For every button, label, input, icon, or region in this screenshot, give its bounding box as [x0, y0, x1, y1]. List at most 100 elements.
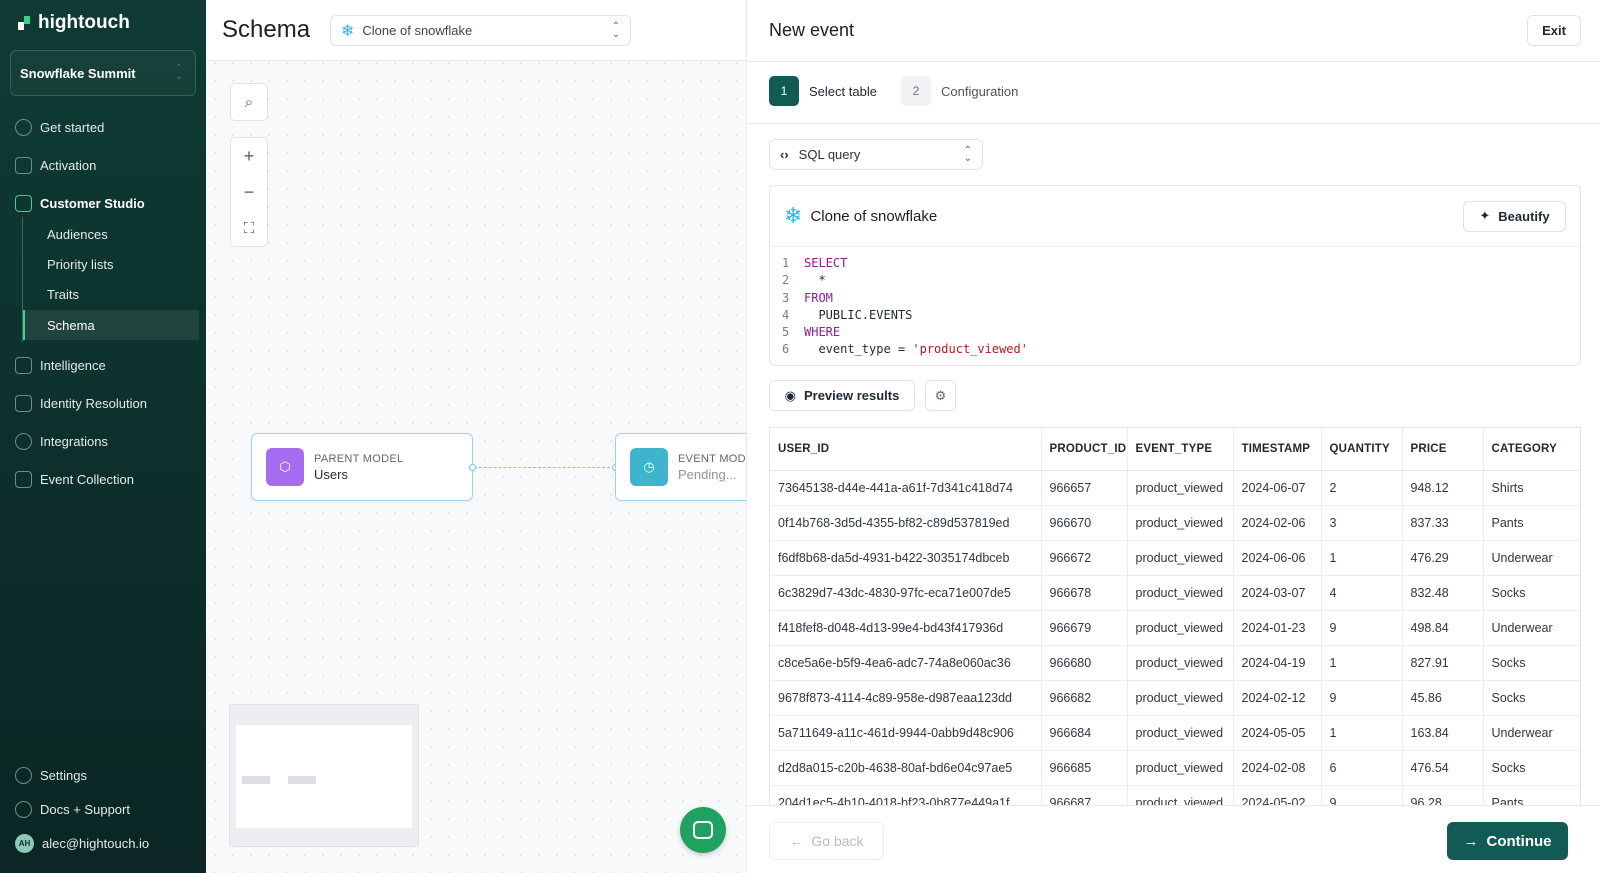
preview-results-button[interactable]: ◉ Preview results: [769, 380, 915, 411]
user-menu[interactable]: AH alec@hightouch.io: [0, 827, 206, 859]
sidebar-item-settings[interactable]: Settings: [0, 759, 206, 791]
continue-label: Continue: [1486, 832, 1552, 850]
table-cell: 966682: [1041, 680, 1128, 716]
sidebar-item-activation[interactable]: Activation: [0, 149, 206, 181]
column-header[interactable]: CATEGORY: [1483, 428, 1580, 471]
zoom-in-icon[interactable]: +: [243, 145, 255, 166]
table-cell: product_viewed: [1127, 785, 1234, 805]
sidebar-item-get-started[interactable]: Get started: [0, 111, 206, 143]
table-cell: 966657: [1041, 470, 1128, 506]
identity-icon: [15, 394, 32, 412]
source-select[interactable]: ❄ Clone of snowflake ⌃⌄: [330, 15, 631, 46]
table-cell: 476.29: [1402, 540, 1484, 576]
line-number: 5: [782, 325, 790, 340]
code-line: 6 event_type = 'product_viewed': [782, 341, 1580, 358]
grid-icon: [15, 156, 32, 174]
table-cell: 2024-03-07: [1233, 575, 1322, 611]
line-number: 3: [782, 290, 790, 305]
subnav-line: [22, 217, 23, 342]
zoom-out-icon[interactable]: −: [243, 181, 255, 202]
table-cell: Socks: [1483, 680, 1580, 716]
chevron-updown-icon: ⌃⌄: [611, 20, 620, 40]
column-header[interactable]: PRODUCT_ID: [1041, 428, 1128, 471]
sidebar-subitem-schema[interactable]: Schema: [23, 310, 199, 340]
table-cell: Socks: [1483, 575, 1580, 611]
node-kicker: EVENT MOD: [678, 452, 746, 465]
column-header[interactable]: QUANTITY: [1321, 428, 1403, 471]
query-mode-value: SQL query: [798, 147, 861, 162]
line-number: 2: [782, 273, 790, 288]
table-cell: 73645138-d44e-441a-a61f-7d341c418d74: [770, 470, 1042, 506]
sidebar-subitem-priority-lists[interactable]: Priority lists: [23, 249, 199, 279]
new-event-panel: New event Exit 1 Select table 2 Configur…: [746, 0, 1600, 873]
go-back-label: Go back: [811, 833, 864, 849]
query-mode-select[interactable]: ‹› SQL query ⌃⌄: [769, 139, 983, 170]
continue-button[interactable]: → Continue: [1447, 822, 1568, 860]
parent-model-node[interactable]: ⬡ PARENT MODEL Users: [251, 433, 473, 501]
table-cell: Shirts: [1483, 470, 1580, 506]
search-icon[interactable]: ⌕: [244, 93, 254, 111]
column-header[interactable]: USER_ID: [770, 428, 1042, 471]
hightouch-logo[interactable]: hightouch: [18, 12, 130, 34]
table-cell: 2024-02-06: [1233, 505, 1322, 541]
table-cell: 45.86: [1402, 680, 1484, 716]
sidebar-item-label: Identity Resolution: [40, 395, 147, 411]
editor-header: ❄ Clone of snowflake ✦ Beautify: [770, 186, 1580, 247]
sidebar-item-integrations[interactable]: Integrations: [0, 425, 206, 457]
code-line: 2 *: [782, 272, 1580, 289]
column-header[interactable]: PRICE: [1402, 428, 1484, 471]
arrow-left-icon: ←: [789, 833, 804, 849]
fit-view-icon[interactable]: ⛶: [243, 219, 255, 237]
table-cell: product_viewed: [1127, 505, 1234, 541]
table-cell: product_viewed: [1127, 540, 1234, 576]
table-cell: 1: [1321, 645, 1403, 681]
table-cell: product_viewed: [1127, 715, 1234, 751]
column-header[interactable]: EVENT_TYPE: [1127, 428, 1234, 471]
table-cell: 9: [1321, 680, 1403, 716]
go-back-button[interactable]: ← Go back: [769, 822, 884, 860]
sidebar-item-label: Event Collection: [40, 471, 134, 487]
table-cell: 966679: [1041, 610, 1128, 646]
table-cell: 96.28: [1402, 785, 1484, 805]
table-cell: 966687: [1041, 785, 1128, 805]
sidebar-subitem-label: Schema: [47, 317, 95, 333]
sidebar-subitem-traits[interactable]: Traits: [23, 279, 199, 309]
table-cell: 163.84: [1402, 715, 1484, 751]
source-select-value: Clone of snowflake: [362, 23, 473, 38]
chat-launcher-button[interactable]: [680, 807, 726, 853]
arrow-right-icon: →: [1463, 832, 1479, 850]
sidebar-item-intelligence[interactable]: Intelligence: [0, 349, 206, 381]
table-cell: 9678f873-4114-4c89-958e-d987eaa123dd: [770, 680, 1042, 716]
sidebar-subitem-label: Traits: [47, 286, 80, 302]
workspace-switcher[interactable]: Snowflake Summit ⌃⌄: [10, 50, 196, 96]
relationship-edge: [469, 467, 615, 468]
panel-footer: ← Go back → Continue: [747, 805, 1600, 873]
column-header[interactable]: TIMESTAMP: [1233, 428, 1322, 471]
avatar: AH: [15, 833, 34, 853]
edge-handle[interactable]: [469, 464, 476, 471]
users-icon: [15, 194, 32, 212]
exit-button[interactable]: Exit: [1527, 15, 1581, 46]
step-number: 2: [901, 76, 931, 106]
sql-text: PUBLIC.EVENTS: [804, 307, 913, 322]
beautify-button[interactable]: ✦ Beautify: [1463, 200, 1566, 232]
cube-icon: ⬡: [266, 448, 304, 486]
sidebar-item-identity-resolution[interactable]: Identity Resolution: [0, 387, 206, 419]
sidebar-item-customer-studio[interactable]: Customer Studio: [0, 187, 206, 219]
table-cell: 4: [1321, 575, 1403, 611]
step-select-table[interactable]: 1 Select table: [769, 76, 877, 106]
chart-icon: [15, 356, 32, 374]
step-configuration[interactable]: 2 Configuration: [901, 76, 1018, 106]
sidebar-item-docs-support[interactable]: Docs + Support: [0, 793, 206, 825]
sidebar-subitem-audiences[interactable]: Audiences: [23, 219, 199, 249]
preview-settings-button[interactable]: ⚙: [925, 380, 956, 411]
step-number: 1: [769, 76, 799, 106]
table-cell: 2024-05-02: [1233, 785, 1322, 805]
snowflake-icon: ❄: [341, 22, 355, 40]
minimap[interactable]: [229, 704, 419, 847]
sidebar-item-event-collection[interactable]: Event Collection: [0, 463, 206, 495]
